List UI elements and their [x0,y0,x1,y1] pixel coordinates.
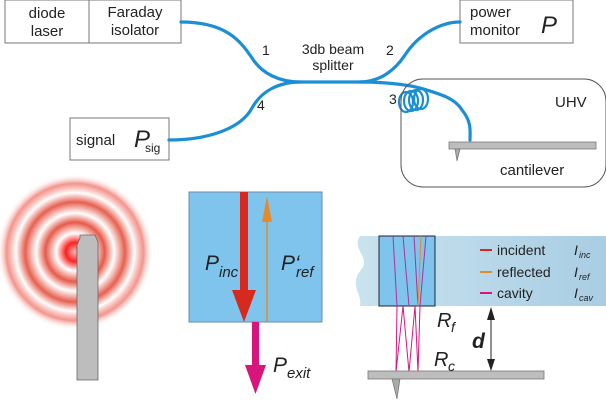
cantilever-label: cantilever [500,162,564,179]
rc-subscript: c [448,358,455,374]
uhv-chamber [400,78,606,188]
uhv-label: UHV [555,94,587,111]
cavity-panel: d R f R c incident I inc reflected I ref… [355,235,606,400]
fiber-coil [397,87,430,114]
legend-subscript-cavity: cav [579,293,594,303]
signal-label: signal [76,132,115,149]
faraday-isolator-label-2: isolator [111,22,159,39]
fiber-port-4 [167,80,302,142]
legend-label-incident: incident [497,242,545,258]
port-label-3: 3 [389,91,397,107]
legend-symbol-incident: I [574,242,578,258]
gap-arrow-down [487,359,495,371]
splitter-label-2: splitter [312,57,354,73]
exit-beam [252,322,259,367]
gap-arrow-up [487,307,495,320]
incident-beam [240,192,248,292]
reflected-arrowhead [262,196,272,222]
fiber-port-3 [358,80,472,142]
rf-subscript: f [451,319,457,335]
port-label-2: 2 [386,42,394,58]
diode-laser-label-1: diode [29,5,66,22]
fiber-port-1 [179,20,362,84]
signal-symbol: P [134,126,150,153]
reflected-symbol: P‘ [281,252,301,275]
signal-box [69,117,170,161]
legend-label-cavity: cavity [497,285,533,301]
legend-subscript-reflected: ref [579,272,591,282]
exit-arrowhead [245,365,266,394]
cavity-legend: incident I inc reflected I ref cavity I … [480,242,594,303]
fiber-setup: diode laser Faraday isolator power monit… [4,0,606,188]
cantilever-beam [448,141,597,150]
exit-subscript: exit [287,365,311,382]
legend-symbol-reflected: I [574,264,578,280]
port-label-4: 4 [257,97,265,113]
diode-laser-box [4,0,90,44]
incident-arrowhead [232,290,256,322]
legend-subscript-incident: inc [579,250,591,260]
emission-rings [0,174,153,330]
port-label-1: 1 [262,42,270,58]
reflected-subscript: ref [296,264,315,281]
power-symbol: P [541,12,557,39]
signal-subscript: sig [145,141,160,155]
legend-label-reflected: reflected [497,264,551,280]
rc-symbol: R [434,349,448,371]
power-monitor-label-2: monitor [470,22,520,39]
cavity-cantilever [367,370,545,380]
cantilever-tip [454,148,461,162]
splitter-label-1: 3db beam [302,41,364,57]
faraday-isolator-box [88,0,182,44]
beam-panel: P inc P‘ ref P exit [188,191,323,394]
faraday-isolator-label-1: Faraday [107,4,163,21]
gap-label: d [472,330,486,353]
power-monitor-label-1: power [470,4,511,21]
cavity-cantilever-tip [391,378,401,400]
fiber-end [76,234,99,381]
exit-symbol: P [273,354,287,377]
diode-laser-label-2: laser [31,23,64,40]
optical-fibers [167,20,472,142]
fiber-emission-panel [0,174,153,381]
rf-symbol: R [437,310,451,332]
incident-subscript: inc [219,264,239,281]
incident-symbol: P [205,252,219,275]
fiber-port-2 [358,20,462,84]
legend-symbol-cavity: I [574,285,578,301]
fiber-core [378,235,436,307]
